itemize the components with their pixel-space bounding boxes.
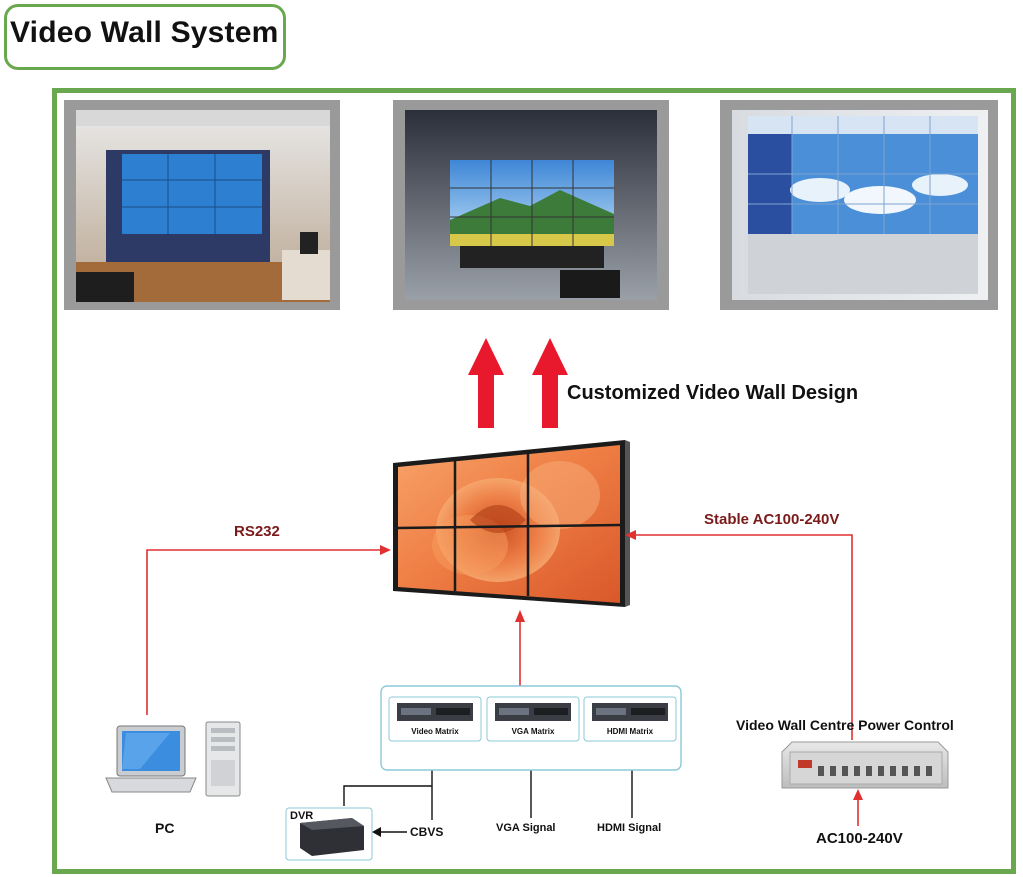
design-caption: Customized Video Wall Design [567,382,859,404]
upward-arrows [468,338,568,428]
hdmi-signal-label: HDMI Signal [597,822,662,834]
ac-source-label: AC100-240V [816,830,903,847]
connection-lines [146,534,859,826]
pc-label: PC [155,820,175,836]
dvr-label: DVR [290,810,314,822]
dvr-device [285,807,373,861]
photo-control-room-1 [64,100,340,310]
power-input-label: Stable AC100-240V [704,511,840,528]
photo-control-room-2 [393,100,669,310]
desktop-tower-icon [205,721,241,797]
connection-arrowheads [380,530,863,800]
power-control-unit [781,741,949,789]
photo-control-room-3 [720,100,998,310]
hdmi-matrix-label: HDMI Matrix [606,727,654,736]
matrix-hdmi-device [592,703,668,721]
page-title: Video Wall System [10,16,279,49]
cbvs-label: CBVS [410,825,444,839]
video-matrix-label: Video Matrix [411,727,459,736]
vga-matrix-label: VGA Matrix [511,727,555,736]
laptop-icon [105,725,197,793]
matrix-video-device [397,703,473,721]
power-control-label: Video Wall Centre Power Control [736,717,954,733]
title-box [4,4,286,70]
vga-signal-label: VGA Signal [496,822,556,834]
matrix-vga-device [495,703,571,721]
video-wall-display [393,440,630,607]
diagram-frame [52,88,1016,874]
rs232-label: RS232 [234,523,280,540]
